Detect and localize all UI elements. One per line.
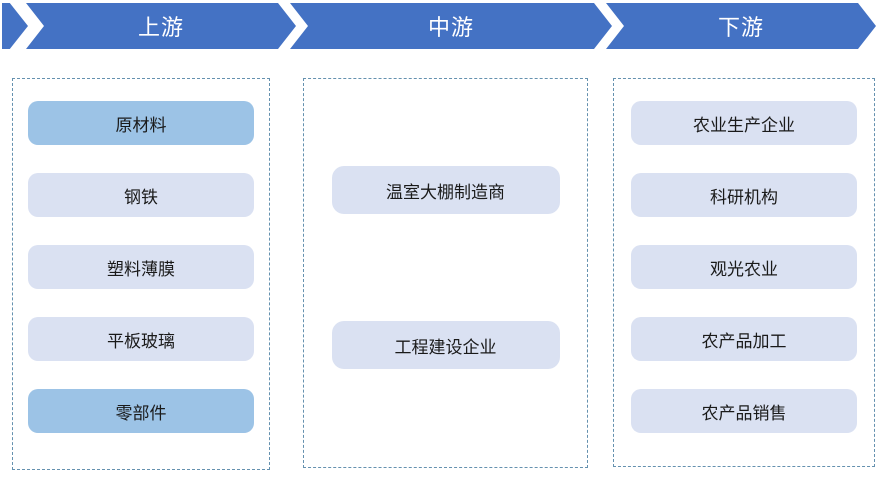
stage-label-midstream: 中游 — [427, 15, 474, 40]
upstream-item-plastic-film: 塑料薄膜 — [28, 245, 254, 289]
stage-label-upstream: 上游 — [137, 15, 184, 40]
upstream-item-steel: 钢铁 — [28, 173, 254, 217]
item-label: 工程建设企业 — [394, 337, 497, 357]
downstream-item-research-institutes: 科研机构 — [631, 173, 857, 217]
item-label: 平板玻璃 — [107, 331, 175, 351]
item-label: 农产品销售 — [701, 403, 787, 423]
item-label: 零部件 — [115, 403, 167, 423]
midstream-item-greenhouse-manufacturer: 温室大棚制造商 — [331, 166, 560, 214]
item-label: 观光农业 — [710, 259, 778, 279]
item-label: 农产品加工 — [701, 331, 787, 351]
item-label: 塑料薄膜 — [107, 259, 175, 279]
midstream-item-construction-enterprise: 工程建设企业 — [331, 321, 560, 369]
upstream-item-components: 零部件 — [28, 389, 254, 433]
item-label: 农业生产企业 — [693, 115, 795, 135]
downstream-panel: 农业生产企业 科研机构 观光农业 农产品加工 农产品销售 — [613, 78, 875, 467]
stage-banner-midstream: 中游 — [290, 3, 612, 49]
item-label: 科研机构 — [710, 187, 778, 207]
item-label: 温室大棚制造商 — [386, 182, 505, 202]
downstream-item-sightseeing-agriculture: 观光农业 — [631, 245, 857, 289]
stage-label-downstream: 下游 — [717, 15, 764, 40]
stage-banner-downstream: 下游 — [606, 3, 876, 49]
item-label: 钢铁 — [124, 187, 158, 207]
upstream-panel: 原材料 钢铁 塑料薄膜 平板玻璃 零部件 — [12, 78, 270, 470]
upstream-item-flat-glass: 平板玻璃 — [28, 317, 254, 361]
midstream-panel: 温室大棚制造商 工程建设企业 — [303, 78, 588, 468]
downstream-item-agri-product-processing: 农产品加工 — [631, 317, 857, 361]
item-label: 原材料 — [115, 115, 167, 135]
upstream-item-raw-materials: 原材料 — [28, 101, 254, 145]
stage-banner-upstream: 上游 — [26, 3, 296, 49]
downstream-item-agri-product-sales: 农产品销售 — [631, 389, 857, 433]
chevron-lead-icon — [2, 3, 28, 49]
downstream-item-agricultural-producers: 农业生产企业 — [631, 101, 857, 145]
